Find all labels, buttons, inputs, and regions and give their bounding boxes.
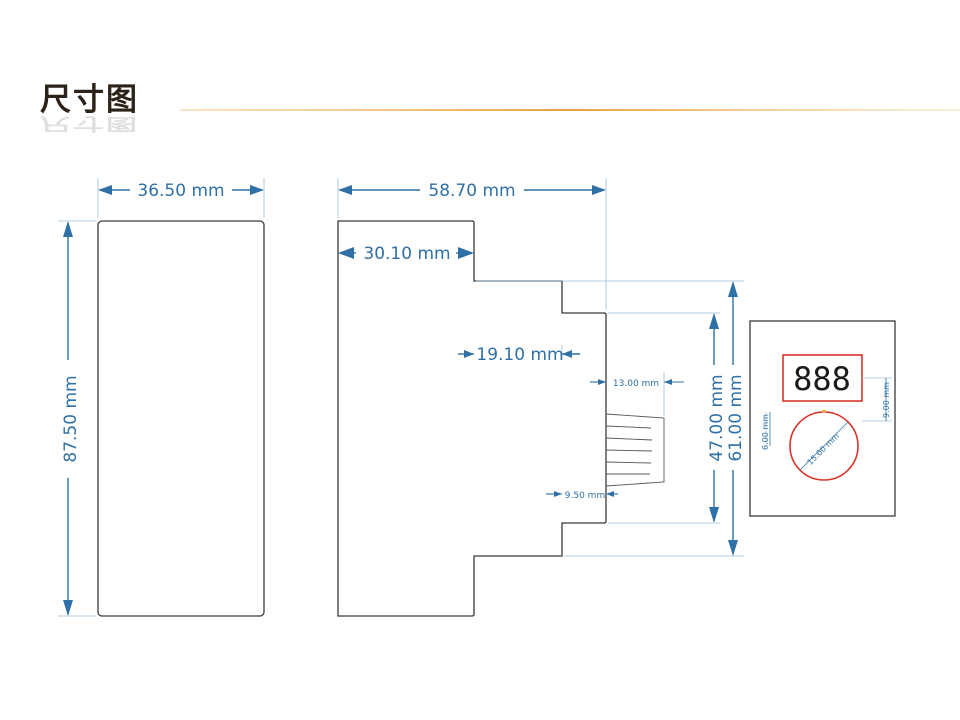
side-view: 58.70 mm 30.10 mm 19.10 mm 13.00 mm xyxy=(337,178,746,617)
side-step-width-label: 19.10 mm xyxy=(476,345,563,365)
arrow-up-icon xyxy=(63,221,73,237)
face-height-label: 47.00 mm xyxy=(707,374,727,461)
page-title: 尺寸图 xyxy=(40,82,139,118)
arrow-right-icon xyxy=(250,185,264,195)
step-height-label: 61.00 mm xyxy=(726,374,746,461)
arrow-down-icon xyxy=(728,540,738,556)
arrow-left-icon xyxy=(338,185,352,195)
title-underline xyxy=(180,109,960,111)
arrow-up-icon xyxy=(728,281,738,297)
knob-width-label: 13.00 mm xyxy=(613,379,659,389)
side-step-width-dimension: 19.10 mm xyxy=(458,345,580,365)
front-height-dimension: 87.50 mm xyxy=(61,221,81,616)
knob-diameter-line xyxy=(799,421,849,471)
arrow-right-icon xyxy=(554,491,562,497)
arrow-left-icon xyxy=(664,379,672,385)
arrow-right-icon xyxy=(598,379,606,385)
front-extension-lines xyxy=(58,178,265,617)
panel-outline xyxy=(749,320,896,517)
front-width-dimension: 36.50 mm xyxy=(98,181,264,201)
side-knob xyxy=(605,413,665,487)
display-height-label: 9.00 mm xyxy=(882,382,891,418)
title-block: 尺寸图 尺寸图 xyxy=(40,74,200,144)
step-height-dimension: 61.00 mm xyxy=(726,281,746,556)
display-digits: 888 xyxy=(793,360,851,398)
side-total-width-dimension: 58.70 mm xyxy=(338,181,606,201)
knob-diameter-label: 15.00 mm xyxy=(806,431,842,467)
knob-offset-label: 9.50 mm xyxy=(565,491,605,501)
front-body-outline xyxy=(97,220,265,617)
front-view: 36.50 mm 87.50 mm xyxy=(58,178,265,617)
arrow-right-icon xyxy=(458,247,474,259)
side-upper-width-dimension: 30.10 mm xyxy=(338,244,474,264)
arrow-left-icon xyxy=(338,247,354,259)
arrow-right-icon xyxy=(592,185,606,195)
panel-view: 888 15.00 mm 9.00 mm 6.00 mm xyxy=(749,320,896,517)
front-width-label: 36.50 mm xyxy=(137,181,224,201)
front-height-label: 87.50 mm xyxy=(61,375,81,462)
face-height-dimension: 47.00 mm xyxy=(707,313,727,523)
side-total-width-label: 58.70 mm xyxy=(428,181,515,201)
side-body-outline xyxy=(337,220,607,617)
arrow-left-icon xyxy=(562,350,572,358)
arrow-left-icon xyxy=(606,491,614,497)
arrow-left-icon xyxy=(98,185,112,195)
panel-center-marker xyxy=(822,409,826,413)
arrow-down-icon xyxy=(63,600,73,616)
side-upper-width-label: 30.10 mm xyxy=(363,244,450,264)
arrow-right-icon xyxy=(464,350,474,358)
arrow-down-icon xyxy=(709,507,719,523)
knob-offset-dimension: 9.50 mm xyxy=(546,491,618,501)
arrow-up-icon xyxy=(709,313,719,329)
knob-gap-label: 6.00 mm xyxy=(761,414,770,450)
knob-width-dimension: 13.00 mm xyxy=(590,379,684,389)
side-extension-lines xyxy=(337,178,744,557)
